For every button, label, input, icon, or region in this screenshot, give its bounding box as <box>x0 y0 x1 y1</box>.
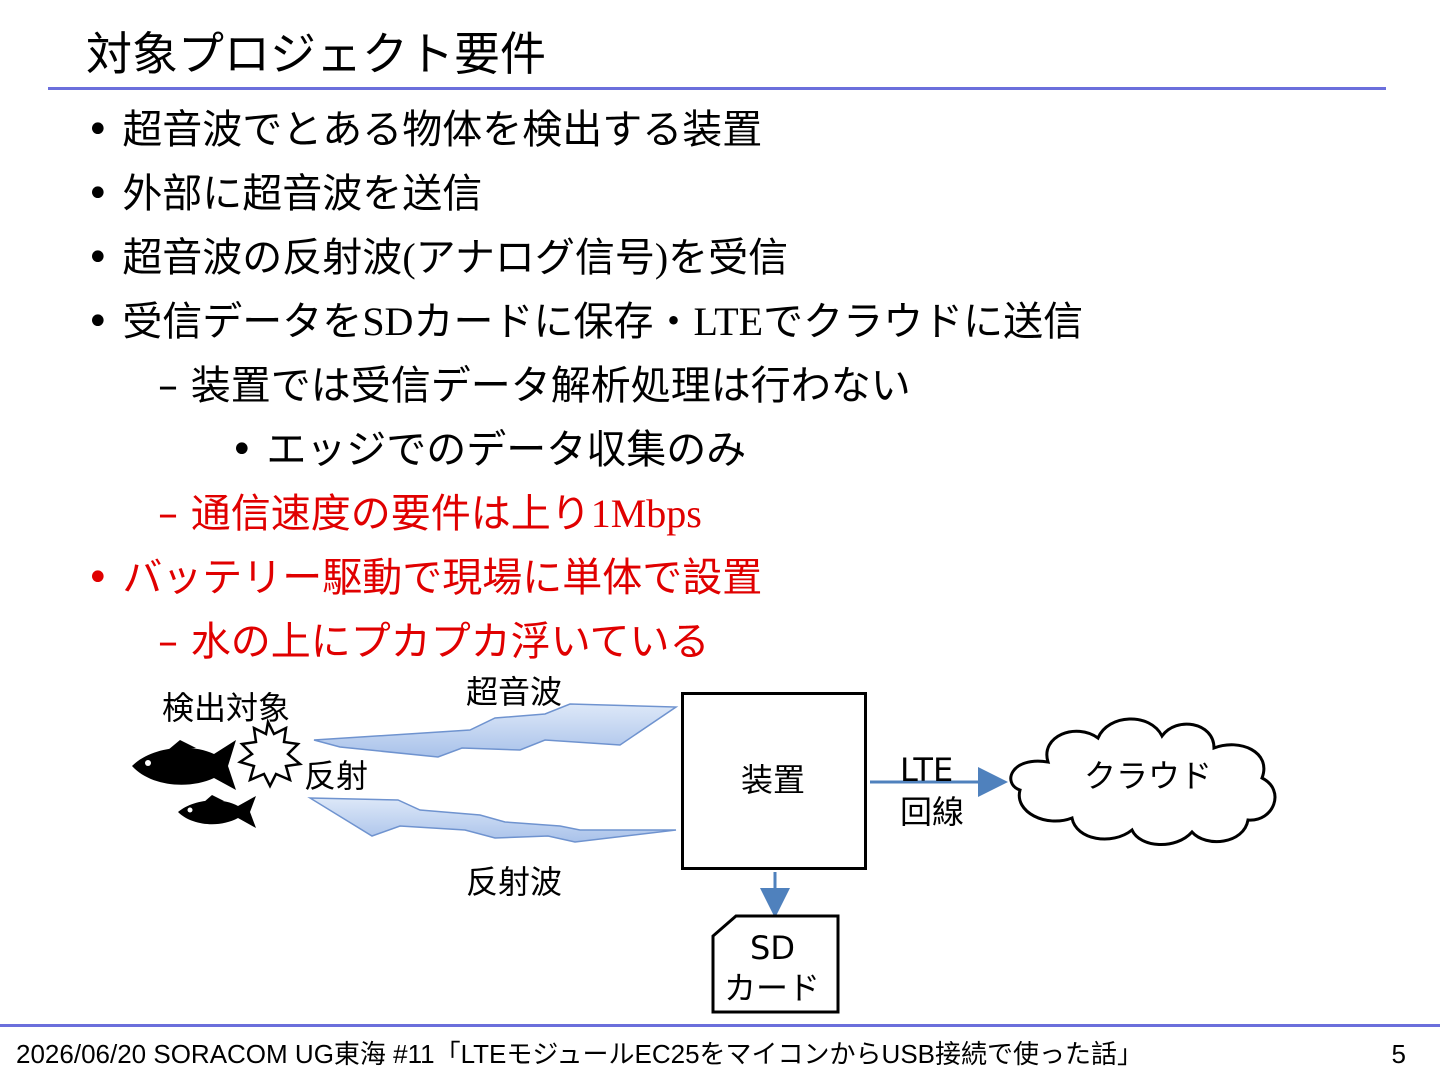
bullet-text: カード <box>413 299 534 345</box>
bullet-item: • 超音波でとある物体を検出する装置 <box>86 100 762 160</box>
device-label: 装置 <box>741 761 806 799</box>
bullet-text: 水の上にプカプカ浮いている <box>190 619 710 665</box>
bullet-text-sd: SD <box>362 299 414 344</box>
lte-label: LTE <box>900 751 954 789</box>
bullet-text: バッテリー駆動で現場に単体で設置 <box>122 555 763 601</box>
reflected-wave <box>307 797 677 843</box>
page-number: 5 <box>1391 1039 1406 1069</box>
bullet-text: に保存・ <box>533 299 694 345</box>
cloud-icon <box>1009 717 1277 846</box>
bullet-item: • 受信データをSDカードに保存・LTEでクラウドに送信 <box>86 292 1083 352</box>
ultrasound-label: 超音波 <box>466 673 563 711</box>
bullet-text: 通信速度の要件は上り <box>190 491 591 537</box>
footer-text: 2026/06/20 SORACOM UG東海 #11「LTEモジュールEC25… <box>16 1039 1144 1069</box>
bullet-text-lte: LTE <box>693 299 764 344</box>
sd-card-icon <box>711 914 840 1014</box>
sub-bullet-item: – 装置では受信データ解析処理は行わない <box>158 356 911 416</box>
line-label: 回線 <box>900 793 965 831</box>
dash-marker: – <box>158 491 178 537</box>
sd-label: SD <box>750 929 795 967</box>
bullet-marker: • <box>86 171 110 217</box>
dash-marker: – <box>158 363 178 409</box>
bullet-text: 装置では受信データ解析処理は行わない <box>190 363 911 409</box>
footer-divider <box>0 1024 1440 1027</box>
bullet-item: • 超音波の反射波(アナログ信号)を受信 <box>86 228 788 288</box>
fish-icon <box>178 795 256 828</box>
device-box <box>681 692 867 870</box>
bullet-item: • 外部に超音波を送信 <box>86 164 482 224</box>
sub-sub-bullet-item: • エッジでのデータ収集のみ <box>230 420 746 480</box>
bullet-text: 受信データを <box>122 299 363 345</box>
bullet-text-paren: ) <box>654 235 669 280</box>
reflected-wave-label: 反射波 <box>466 863 563 901</box>
fish-icon <box>132 740 236 790</box>
bullet-marker: • <box>86 555 110 601</box>
burst-icon <box>237 718 303 789</box>
card-label: カード <box>724 969 821 1007</box>
bullet-marker: • <box>230 427 254 473</box>
sub-bullet-item: – 通信速度の要件は上り1Mbps <box>158 484 702 544</box>
bullet-marker: • <box>86 235 110 281</box>
bullet-text: を受信 <box>668 235 789 281</box>
target-label: 検出対象 <box>162 689 291 727</box>
bullet-marker: • <box>86 299 110 345</box>
bullet-text: アナログ信号 <box>415 235 655 281</box>
bullet-text: 超音波の反射波 <box>122 235 403 281</box>
bullet-text: でクラウドに送信 <box>763 299 1084 345</box>
ultrasound-wave <box>313 703 679 758</box>
bullet-marker: • <box>86 107 110 153</box>
bullet-text: エッジでのデータ収集のみ <box>266 427 747 473</box>
bullet-item: • バッテリー駆動で現場に単体で設置 <box>86 548 762 608</box>
bullet-text-paren: ( <box>402 235 416 280</box>
title-divider <box>48 87 1386 90</box>
dash-marker: – <box>158 619 178 665</box>
bullet-text-speed: 1Mbps <box>590 491 702 536</box>
slide-title: 対象プロジェクト要件 <box>86 27 546 81</box>
sub-bullet-item: – 水の上にプカプカ浮いている <box>158 612 710 672</box>
bullet-text: 外部に超音波を送信 <box>122 171 483 217</box>
bullet-text: 超音波でとある物体を検出する装置 <box>122 107 763 153</box>
cloud-label: クラウド <box>1084 757 1213 795</box>
reflect-label: 反射 <box>304 757 369 795</box>
